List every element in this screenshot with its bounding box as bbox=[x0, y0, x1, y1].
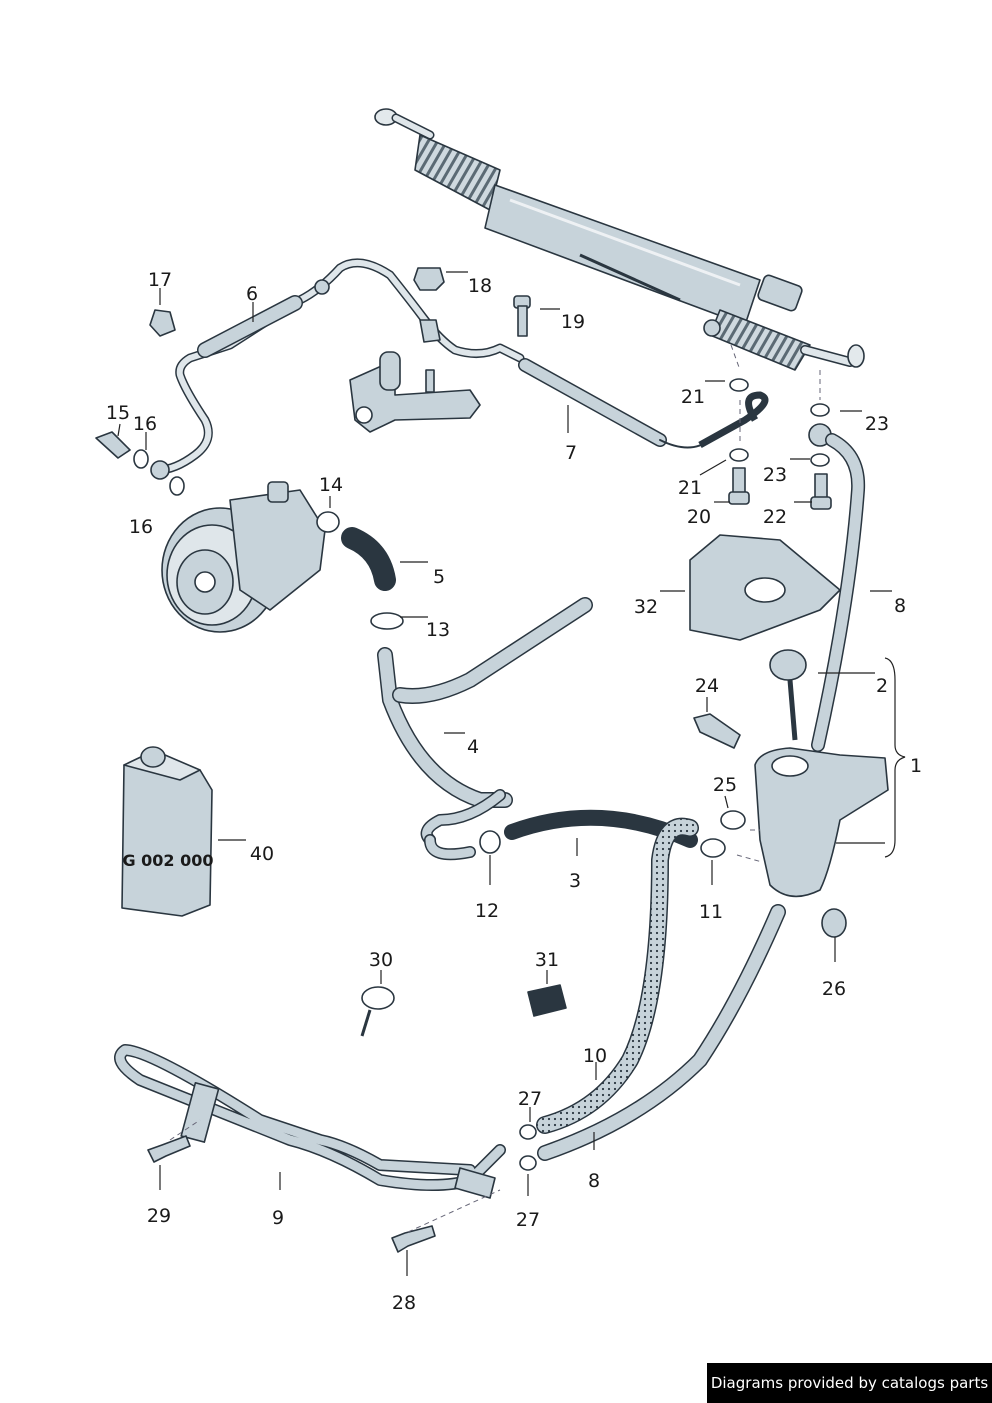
callout-labels: 1 2 3 4 5 6 7 8 8 9 10 11 12 13 14 15 16… bbox=[106, 269, 922, 1314]
banjo-bolts bbox=[728, 378, 832, 510]
oil-can-label: G 002 000 bbox=[122, 851, 213, 870]
bracket bbox=[349, 267, 481, 433]
callout-26: 26 bbox=[822, 978, 846, 1000]
callout-18: 18 bbox=[468, 275, 492, 297]
callout-20: 20 bbox=[687, 506, 711, 528]
suction-hose-5 bbox=[316, 511, 404, 630]
callout-4: 4 bbox=[467, 736, 479, 758]
leaders bbox=[117, 271, 892, 1276]
callout-19: 19 bbox=[561, 311, 585, 333]
callout-30: 30 bbox=[369, 949, 393, 971]
callout-12: 12 bbox=[475, 900, 499, 922]
callout-9: 9 bbox=[272, 1207, 284, 1229]
callout-16-upper: 16 bbox=[133, 413, 157, 435]
callout-27-upper: 27 bbox=[518, 1088, 542, 1110]
callout-29: 29 bbox=[147, 1205, 171, 1227]
callout-6: 6 bbox=[246, 283, 258, 305]
suction-line-4 bbox=[377, 597, 593, 861]
callout-24: 24 bbox=[695, 675, 719, 697]
steering-rack bbox=[374, 108, 865, 371]
callout-14: 14 bbox=[319, 474, 343, 496]
callout-8-upper: 8 bbox=[894, 595, 906, 617]
callout-16-lower: 16 bbox=[129, 516, 153, 538]
callout-23-upper: 23 bbox=[865, 413, 889, 435]
callout-10: 10 bbox=[583, 1045, 607, 1067]
small-fittings bbox=[147, 984, 567, 1253]
fluid-reservoir bbox=[689, 534, 889, 898]
callout-17: 17 bbox=[148, 269, 172, 291]
oil-can: G 002 000 bbox=[121, 746, 214, 917]
assembly-bracket bbox=[884, 657, 906, 858]
callout-3: 3 bbox=[569, 870, 581, 892]
hose-8-lower bbox=[537, 904, 786, 1161]
footer-text: Diagrams provided by catalogs parts bbox=[710, 1374, 989, 1392]
callout-22: 22 bbox=[763, 506, 787, 528]
callout-27-lower: 27 bbox=[516, 1209, 540, 1231]
callout-1: 1 bbox=[910, 755, 922, 777]
assembly-lines bbox=[169, 344, 821, 1233]
power-steering-pump bbox=[161, 481, 326, 633]
reservoir-fittings bbox=[693, 713, 847, 938]
callout-28: 28 bbox=[392, 1292, 416, 1314]
callout-5: 5 bbox=[433, 566, 445, 588]
bolt-19 bbox=[513, 295, 531, 337]
hose-8-upper bbox=[811, 433, 866, 752]
cooler-pipe-9 bbox=[114, 1044, 506, 1199]
return-line-7 bbox=[518, 358, 769, 449]
callout-25: 25 bbox=[713, 774, 737, 796]
callout-32: 32 bbox=[634, 596, 658, 618]
pump-fittings bbox=[95, 309, 185, 496]
callout-40: 40 bbox=[250, 843, 274, 865]
callout-31: 31 bbox=[535, 949, 559, 971]
callout-15: 15 bbox=[106, 402, 130, 424]
callout-2: 2 bbox=[876, 675, 888, 697]
callout-7: 7 bbox=[565, 442, 577, 464]
callout-23-lower: 23 bbox=[763, 464, 787, 486]
callout-21-lower: 21 bbox=[678, 477, 702, 499]
callout-13: 13 bbox=[426, 619, 450, 641]
footer-badge: Diagrams provided by catalogs parts bbox=[707, 1363, 992, 1403]
callout-8-lower: 8 bbox=[588, 1170, 600, 1192]
callout-21-upper: 21 bbox=[681, 386, 705, 408]
callout-11: 11 bbox=[699, 901, 723, 923]
hose-10 bbox=[536, 817, 699, 1134]
pressure-line-6 bbox=[150, 258, 525, 480]
